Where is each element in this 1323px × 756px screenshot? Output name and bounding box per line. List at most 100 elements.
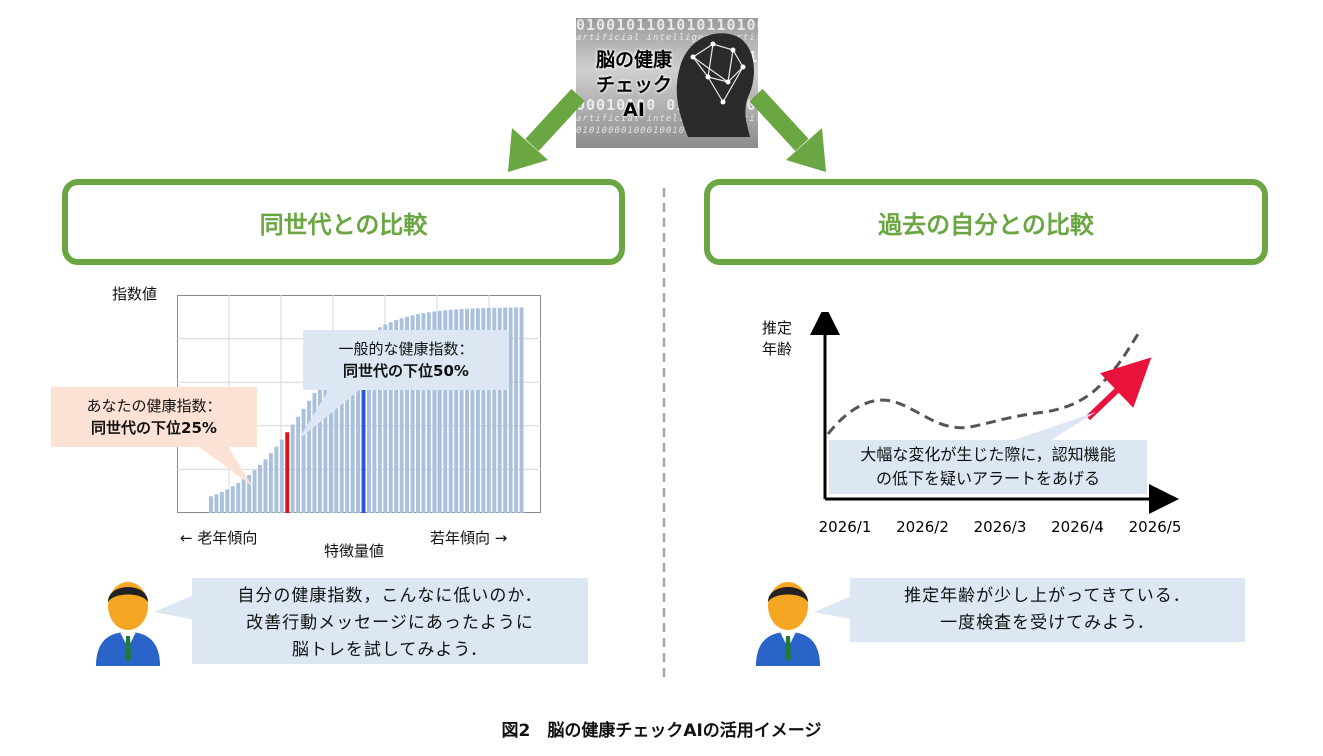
distribution-bar xyxy=(268,453,273,513)
left-speech-line3: 脳トレを試してみよう． xyxy=(291,640,489,660)
right-callout: 大幅な変化が生じた際に，認知機能 の低下を疑いアラートをあげる xyxy=(829,440,1147,494)
distribution-bar xyxy=(503,307,508,513)
right-speech-line2: 一度検査を受けてみよう． xyxy=(940,613,1155,633)
average-index-bar xyxy=(361,337,366,513)
distribution-bar xyxy=(258,465,262,513)
right-speech-line1: 推定年齢が少し上がってきている． xyxy=(904,586,1191,606)
you-callout-line1: あなたの健康指数： xyxy=(86,397,222,415)
ai-label-line1: 脳の健康 xyxy=(595,49,672,71)
distribution-bar xyxy=(214,494,219,513)
distribution-bar xyxy=(399,318,404,513)
distribution-bar xyxy=(241,479,246,513)
your-index-bar xyxy=(285,432,290,513)
x-tick-label: 2026/3 xyxy=(974,518,1027,536)
distribution-bar xyxy=(497,307,502,513)
ai-bg-digits-5: 010100001000100100001000 xyxy=(576,126,731,136)
distribution-bar xyxy=(345,352,350,513)
distribution-bar xyxy=(367,333,371,513)
right-title: 過去の自分との比較 xyxy=(878,210,1094,239)
distribution-bar xyxy=(328,370,333,513)
distribution-bar xyxy=(279,439,284,513)
x-tick-label: 2026/4 xyxy=(1051,518,1104,536)
right-chart: 2026/1 2026/2 2026/3 2026/4 2026/5 xyxy=(810,312,1180,536)
distribution-bar xyxy=(377,327,382,513)
left-callout-pointers xyxy=(198,388,362,486)
branch-arrows xyxy=(508,88,826,172)
distribution-bar xyxy=(443,310,448,513)
figure-caption: 図2 脳の健康チェックAIの活用イメージ xyxy=(501,721,822,741)
distribution-bar xyxy=(334,364,339,513)
right-callout-line1: 大幅な変化が生じた際に，認知機能 xyxy=(860,445,1116,464)
distribution-bar xyxy=(514,307,519,513)
distribution-bar xyxy=(263,459,268,513)
left-x-left-label: ← 老年傾向 xyxy=(180,529,258,547)
left-speech-bubble: 自分の健康指数，こんなに低いのか． 改善行動メッセージにあったように 脳トレを試… xyxy=(192,578,588,664)
distribution-bar xyxy=(312,392,317,513)
right-callout-line2: の低下を疑いアラートをあげる xyxy=(875,469,1100,488)
right-speech-tail xyxy=(814,594,856,620)
distribution-bar xyxy=(465,308,469,513)
distribution-bar xyxy=(290,424,295,513)
right-y-label-line1: 推定 xyxy=(762,319,793,337)
you-callout-pointer xyxy=(198,446,252,486)
distribution-bar xyxy=(209,496,213,513)
ai-bg-digits-1: 01001011010101101001 xyxy=(576,18,758,34)
distribution-bar xyxy=(459,309,464,513)
avg-callout-line1: 一般的な健康指数： xyxy=(338,340,474,358)
distribution-bar xyxy=(410,315,415,513)
distribution-bar xyxy=(252,470,257,513)
avg-callout-line2: 同世代の下位50% xyxy=(343,362,469,380)
left-x-label: 特徴量値 xyxy=(324,542,385,560)
distribution-bar xyxy=(230,486,235,513)
distribution-bar xyxy=(301,408,306,513)
left-speech-tail xyxy=(154,594,196,620)
distribution-bar xyxy=(356,341,361,513)
left-speech-line2: 改善行動メッセージにあったように xyxy=(246,613,534,633)
distribution-bar xyxy=(416,314,420,513)
distribution-bar xyxy=(225,489,230,513)
ai-bg-text-2: artificial intelligence artificial xyxy=(576,114,758,124)
left-arrow-head xyxy=(508,128,548,172)
distribution-bar xyxy=(432,311,437,513)
x-tick-label: 2026/2 xyxy=(896,518,949,536)
right-callout-pointer xyxy=(1008,412,1096,442)
distribution-bar xyxy=(508,307,513,513)
distribution-bar xyxy=(317,385,322,513)
ai-label-line3: AI xyxy=(623,99,645,121)
distribution-bar xyxy=(486,307,491,513)
ai-label-line2: チェック xyxy=(595,74,672,96)
alert-arrow xyxy=(1085,357,1152,421)
left-title-box: 同世代との比較 xyxy=(62,179,625,265)
left-x-right-label: 若年傾向 → xyxy=(430,529,508,547)
distribution-bar xyxy=(481,308,486,513)
distribution-bar xyxy=(421,313,426,513)
person-icon-right xyxy=(756,582,820,666)
left-speech-line1: 自分の健康指数，こんなに低いのか． xyxy=(237,586,543,606)
distribution-bar xyxy=(519,307,524,513)
distribution-bar xyxy=(383,324,388,513)
distribution-bar xyxy=(388,322,393,513)
right-y-label: 推定 年齢 xyxy=(762,318,792,360)
distribution-bar xyxy=(394,320,399,513)
avg-callout: 一般的な健康指数： 同世代の下位50% xyxy=(303,330,509,390)
x-tick-label: 2026/1 xyxy=(819,518,872,536)
distribution-bar xyxy=(426,312,431,513)
right-title-box: 過去の自分との比較 xyxy=(704,179,1268,265)
left-y-label: 指数値 xyxy=(112,285,158,303)
panel-divider xyxy=(662,188,666,678)
you-callout-line2: 同世代の下位25% xyxy=(91,419,217,437)
distribution-bar xyxy=(323,377,328,513)
person-icon-left xyxy=(96,582,160,666)
right-speech-bubble: 推定年齢が少し上がってきている． 一度検査を受けてみよう． xyxy=(850,578,1245,642)
distribution-bar xyxy=(454,309,459,513)
distribution-bar xyxy=(475,308,480,513)
left-title: 同世代との比較 xyxy=(259,210,428,239)
distribution-bar xyxy=(470,308,475,513)
distribution-bar xyxy=(296,416,301,513)
distribution-bar xyxy=(274,446,279,513)
distribution-bar xyxy=(448,309,453,513)
x-tick-label: 2026/5 xyxy=(1129,518,1180,536)
avg-callout-pointer xyxy=(298,388,362,440)
distribution-bar xyxy=(350,346,355,513)
ai-bg-text-1: artificial intelligence artificial intel… xyxy=(576,33,758,43)
